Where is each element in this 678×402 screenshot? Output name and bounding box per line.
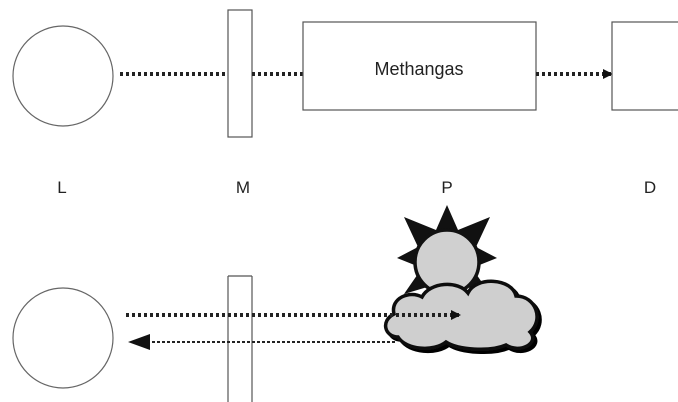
label-d: D [644,178,656,197]
label-p: P [441,178,452,197]
bottom-row [12,275,253,402]
methangas-label: Methangas [374,59,463,79]
cloud [383,279,539,351]
label-l: L [57,178,66,197]
sun-behind-cloud-icon [383,205,539,351]
bottom-arrows [126,310,461,350]
top-row: Methangas [12,9,678,138]
m-membrane-top [227,9,253,138]
l-circle-top [12,25,114,127]
label-m: M [236,178,250,197]
d-box [611,21,678,111]
methangas-box [302,21,537,111]
column-labels: L M P D [57,178,656,197]
arrowhead-left-bottom [128,334,150,350]
l-circle-bottom [12,287,114,389]
